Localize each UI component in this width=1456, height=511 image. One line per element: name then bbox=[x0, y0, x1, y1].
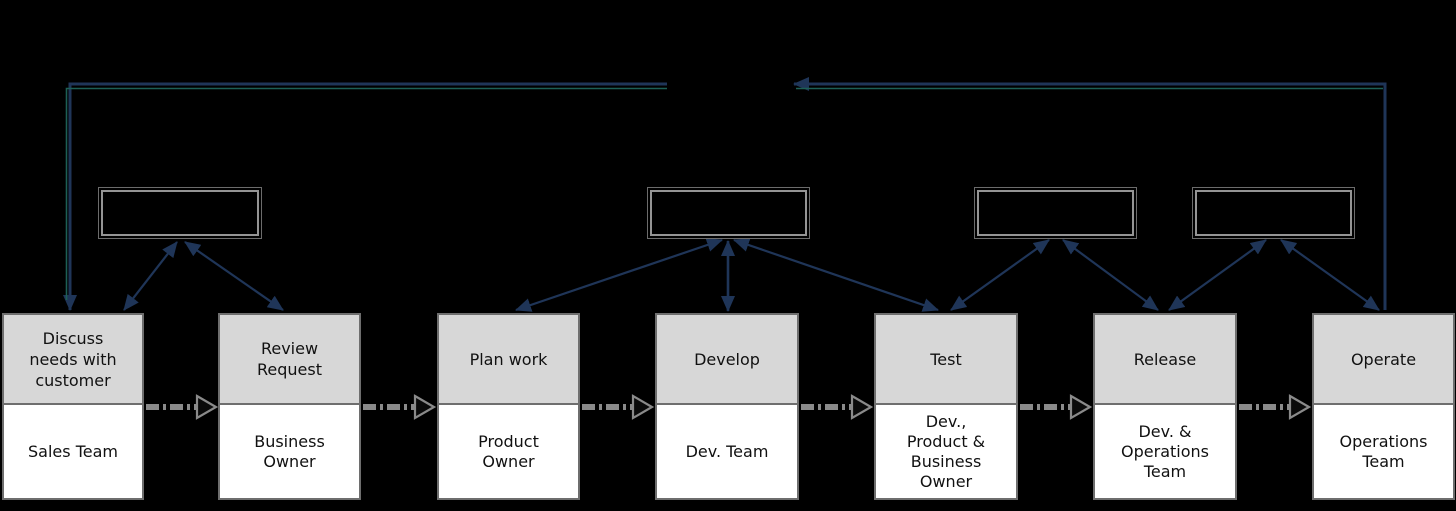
stage-box-release: Release Dev. & Operations Team bbox=[1093, 313, 1237, 500]
stage-box-develop: Develop Dev. Team bbox=[655, 313, 799, 500]
flow-arrow-1 bbox=[146, 394, 219, 420]
info-box-3 bbox=[974, 187, 1137, 239]
info-box-1 bbox=[98, 187, 262, 239]
stage-box-test: Test Dev., Product & Business Owner bbox=[874, 313, 1018, 500]
stage-activity-label: Release bbox=[1095, 315, 1235, 405]
stage-box-review-request: Review Request Business Owner bbox=[218, 313, 361, 500]
flow-arrow-5 bbox=[1020, 394, 1093, 420]
stage-activity-label: Plan work bbox=[439, 315, 578, 405]
info-box-2 bbox=[647, 187, 810, 239]
flow-arrow-6 bbox=[1239, 394, 1312, 420]
stage-team-label: Business Owner bbox=[220, 405, 359, 498]
connector-info2-plan bbox=[515, 238, 723, 312]
stage-box-discuss-needs: Discuss needs with customer Sales Team bbox=[2, 313, 144, 500]
feedback-line-right bbox=[793, 77, 1387, 310]
stage-activity-label: Operate bbox=[1314, 315, 1453, 405]
stage-box-operate: Operate Operations Team bbox=[1312, 313, 1455, 500]
stage-team-label: Dev., Product & Business Owner bbox=[876, 405, 1016, 498]
connector-info3-test bbox=[950, 239, 1050, 311]
stage-activity-label: Review Request bbox=[220, 315, 359, 405]
flow-arrow-2 bbox=[363, 394, 437, 420]
stage-box-plan-work: Plan work Product Owner bbox=[437, 313, 580, 500]
stage-activity-label: Develop bbox=[657, 315, 797, 405]
stage-team-label: Dev. & Operations Team bbox=[1095, 405, 1235, 498]
stage-team-label: Dev. Team bbox=[657, 405, 797, 498]
connector-info2-test bbox=[733, 238, 939, 312]
connector-info4-operate bbox=[1280, 239, 1380, 311]
connector-info1-review bbox=[184, 241, 284, 311]
connector-info4-release bbox=[1168, 239, 1267, 311]
connector-info1-discuss bbox=[123, 241, 178, 311]
stage-team-label: Product Owner bbox=[439, 405, 578, 498]
info-box-4 bbox=[1192, 187, 1355, 239]
stage-team-label: Operations Team bbox=[1314, 405, 1453, 498]
flow-arrow-3 bbox=[582, 394, 655, 420]
connector-info3-release bbox=[1062, 239, 1159, 311]
stage-team-label: Sales Team bbox=[4, 405, 142, 498]
stage-activity-label: Discuss needs with customer bbox=[4, 315, 142, 405]
flow-arrow-4 bbox=[801, 394, 874, 420]
feedback-line-left bbox=[63, 82, 667, 311]
stage-activity-label: Test bbox=[876, 315, 1016, 405]
